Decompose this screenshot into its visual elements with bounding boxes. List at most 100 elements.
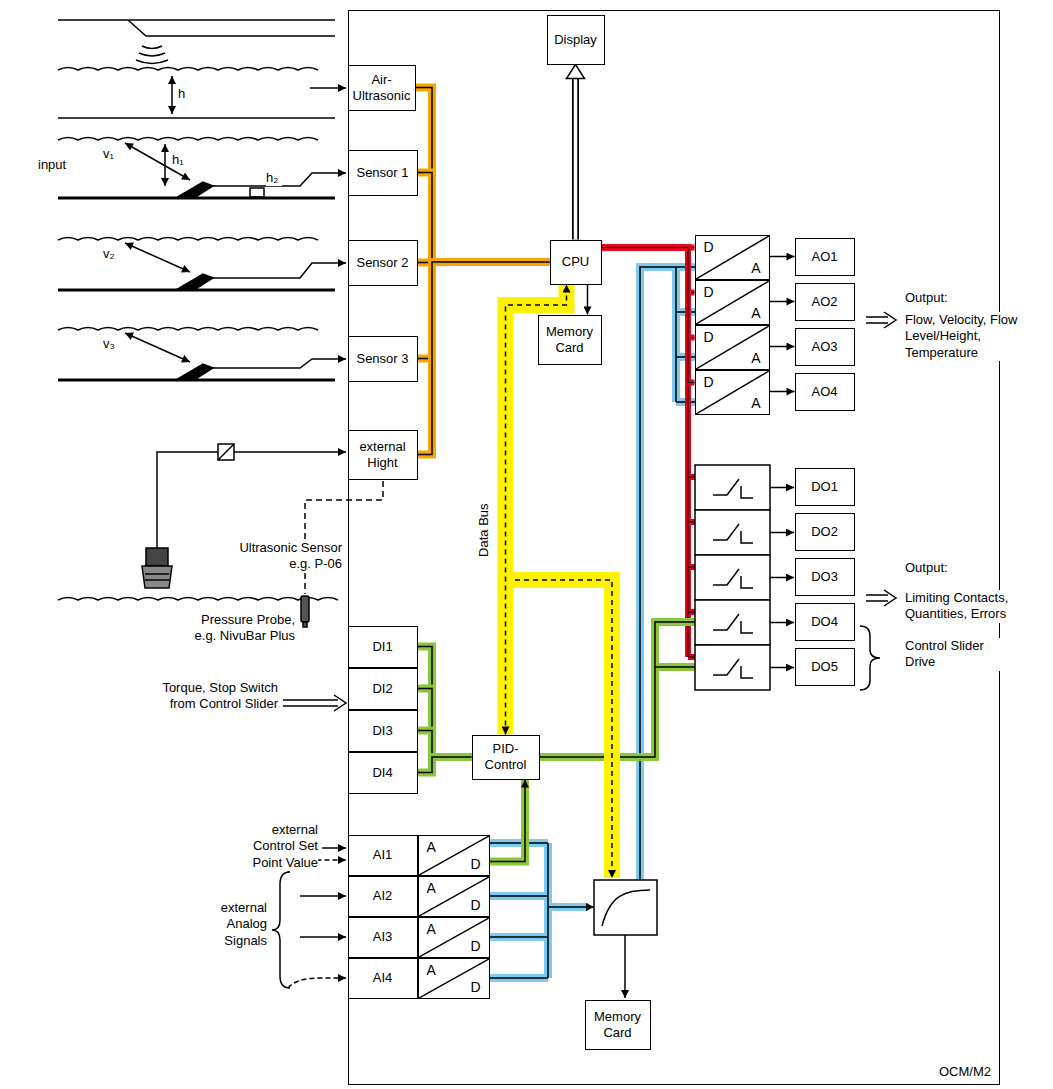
converter-letter: D	[704, 285, 714, 299]
bus-band	[418, 689, 472, 758]
sensor-illustration	[58, 328, 318, 331]
converter-diagonal	[696, 326, 769, 369]
converter-diagonal	[696, 236, 769, 279]
box-label: AO2	[811, 294, 837, 310]
connector-line	[490, 780, 526, 862]
analog-input-box: AI1	[348, 835, 418, 876]
bus-band	[418, 173, 550, 263]
converter-letter: D	[470, 898, 480, 912]
connector-line	[418, 262, 550, 455]
sensor-illustration	[176, 182, 213, 380]
converter-diagonal	[696, 281, 769, 324]
box-label: DO2	[811, 524, 838, 540]
sensor-illustration	[58, 598, 338, 601]
external-sensor-illustration	[283, 695, 346, 711]
sensor-illustration	[125, 243, 190, 272]
analog-input-box: AI4	[348, 958, 418, 999]
connector	[567, 65, 585, 240]
connector	[418, 173, 550, 263]
analog-input-wires	[272, 872, 290, 988]
analog-input-wires	[288, 978, 346, 988]
box-label: Sensor 1	[356, 165, 408, 181]
annotation: Pressure Probe, e.g. NivuBar Plus	[180, 612, 295, 645]
sensor-illustration	[58, 138, 318, 141]
signal-conditioner	[624, 935, 626, 998]
external-sensor-illustration	[145, 574, 169, 580]
sensor-illustration	[136, 46, 168, 64]
connector-line	[574, 79, 578, 240]
box-label: CPU	[562, 254, 589, 270]
connector	[602, 248, 695, 383]
converter-letter: A	[751, 351, 760, 365]
signal-conditioner	[602, 890, 650, 926]
da-converter: DA	[695, 325, 770, 370]
box-label: AO4	[811, 384, 837, 400]
converter-letter: A	[427, 963, 436, 977]
connector-line	[572, 79, 579, 240]
ad-converter: AD	[418, 958, 490, 999]
sensor-illustration	[58, 238, 318, 241]
box-label: Sensor 2	[356, 255, 408, 271]
box-label: DO3	[811, 569, 838, 585]
digital-input-box: DI1	[348, 626, 418, 668]
external-sensor-illustration	[234, 451, 346, 453]
sensor-illustration	[310, 87, 346, 89]
analog-input-wires	[300, 895, 346, 897]
connector-line	[418, 757, 472, 773]
connector-line	[587, 285, 589, 315]
box-label: Air- Ultrasonic	[352, 72, 412, 103]
bus-band	[490, 780, 526, 862]
box-label: Display	[554, 32, 597, 48]
annotation: v₃	[103, 336, 119, 352]
annotation: Control Slider Drive	[905, 638, 1005, 671]
bus-band	[602, 248, 695, 338]
da-converter: DA	[695, 370, 770, 415]
connector-line	[418, 647, 472, 758]
sensor-illustration	[250, 188, 264, 197]
bus-band	[418, 647, 472, 758]
external-sensor-illustration	[218, 444, 234, 460]
analog-input-box: AI2	[348, 876, 418, 917]
box-label: Memory Card	[542, 324, 598, 355]
connector	[416, 88, 550, 263]
bus-band	[602, 248, 695, 383]
external-sensor-illustration	[303, 622, 307, 627]
bus-band	[602, 248, 695, 293]
digital-output-box: DO5	[795, 648, 855, 686]
converter-diagonal	[696, 371, 769, 414]
analog-input-wires	[322, 847, 346, 849]
annotation: Limiting Contacts, Quantities, Errors	[905, 590, 1023, 623]
connector-line	[770, 346, 795, 348]
analog-bus	[490, 267, 695, 978]
bus-band	[418, 757, 472, 773]
digital-input-box: DI4	[348, 752, 418, 794]
pid-box: PID- Control	[472, 735, 540, 780]
sensor-illustration	[125, 333, 190, 362]
annotation: Output:	[905, 290, 985, 306]
converter-letter: D	[470, 857, 480, 871]
box-label: Memory Card	[589, 1009, 647, 1040]
sensor-input-box: Sensor 1	[348, 150, 418, 196]
connector-line	[602, 248, 695, 338]
connector	[602, 248, 695, 338]
analog-output-box: AO4	[795, 373, 855, 411]
converter-diagonal	[419, 918, 489, 957]
sensor-illustration	[58, 68, 318, 71]
converter-letter: A	[751, 396, 760, 410]
switch-contacts	[695, 555, 794, 600]
converter-letter: A	[427, 840, 436, 854]
converter-letter: D	[470, 939, 480, 953]
box-label: AI2	[373, 888, 393, 904]
connector-line	[770, 391, 795, 393]
switch-contacts	[695, 510, 794, 555]
sensor-illustration	[164, 144, 166, 186]
external-sensor-illustration	[142, 566, 172, 588]
digital-input-box: DI2	[348, 668, 418, 710]
box-label: AI1	[373, 847, 393, 863]
box-label: DI1	[372, 639, 392, 655]
ad-converter: AD	[418, 917, 490, 958]
switch-contacts	[695, 645, 794, 690]
analog-input-wires	[300, 936, 346, 938]
box-label: DI4	[372, 765, 392, 781]
